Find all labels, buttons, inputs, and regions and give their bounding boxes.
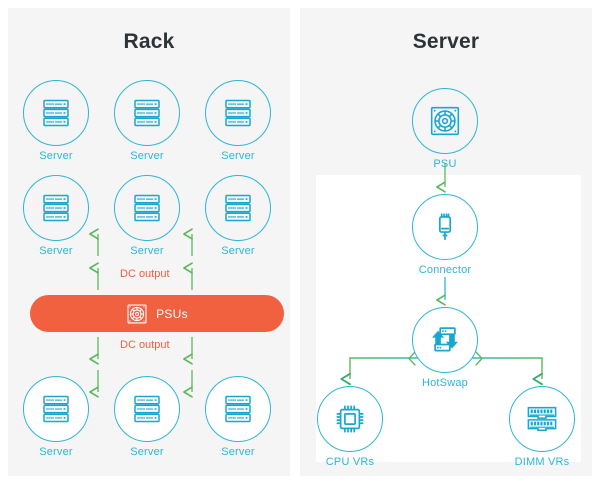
node-circle [114,80,180,146]
node-label: Server [221,150,255,162]
dc-output-label-up: DC output [120,268,170,280]
node-circle [114,175,180,241]
node-label: Server [39,245,73,257]
server-hotswap-node[interactable]: HotSwap [412,307,478,389]
psus-bar-label: PSUs [156,306,188,321]
server-icon [225,395,251,423]
node-circle [205,376,271,442]
node-label: DIMM VRs [514,456,570,468]
node-circle [205,175,271,241]
rack-server-node-3[interactable]: Server [205,80,271,162]
plug-icon [438,213,452,241]
node-label: Server [130,150,164,162]
rack-server-node-1[interactable]: Server [23,80,89,162]
fan-icon [430,106,460,136]
node-circle [205,80,271,146]
hotswap-icon [431,327,459,352]
node-circle [412,194,478,260]
cpu-chip-icon [336,405,364,433]
server-icon [43,395,69,423]
node-label: HotSwap [421,377,469,389]
server-psu-node[interactable]: PSU [412,88,478,170]
node-circle [412,88,478,154]
node-label: Connector [418,264,472,276]
node-circle [114,376,180,442]
rack-server-node-2[interactable]: Server [114,80,180,162]
fan-icon [127,303,147,324]
server-panel-title: Server [412,30,480,53]
node-label: Server [130,245,164,257]
server-icon [225,194,251,222]
memory-module-icon [527,406,557,432]
rack-server-node-6[interactable]: Server [205,175,271,257]
node-label: Server [39,150,73,162]
rack-server-node-9[interactable]: Server [205,376,271,458]
node-circle [23,175,89,241]
rack-panel: Rack [8,8,290,476]
rack-server-node-4[interactable]: Server [23,175,89,257]
rack-server-node-7[interactable]: Server [23,376,89,458]
server-icon [134,99,160,127]
node-circle [23,80,89,146]
server-icon [225,99,251,127]
rack-server-node-8[interactable]: Server [114,376,180,458]
node-circle [317,386,383,452]
node-label: Server [221,245,255,257]
server-panel: Server [300,8,592,476]
server-cpu-vrs-node[interactable]: CPU VRs [317,386,383,468]
rack-server-node-5[interactable]: Server [114,175,180,257]
rack-panel-title: Rack [123,30,175,53]
node-label: Server [39,446,73,458]
server-icon [43,194,69,222]
node-circle [23,376,89,442]
node-label: Server [221,446,255,458]
node-label: PSU [433,158,457,170]
psus-bar[interactable]: PSUs [30,295,284,332]
server-connector-node[interactable]: Connector [412,194,478,276]
dc-output-label-down: DC output [120,339,170,351]
server-icon [134,194,160,222]
server-icon [134,395,160,423]
node-circle [509,386,575,452]
node-circle [412,307,478,373]
server-dimm-vrs-node[interactable]: DIMM VRs [509,386,575,468]
server-icon [43,99,69,127]
node-label: Server [130,446,164,458]
node-label: CPU VRs [325,456,375,468]
